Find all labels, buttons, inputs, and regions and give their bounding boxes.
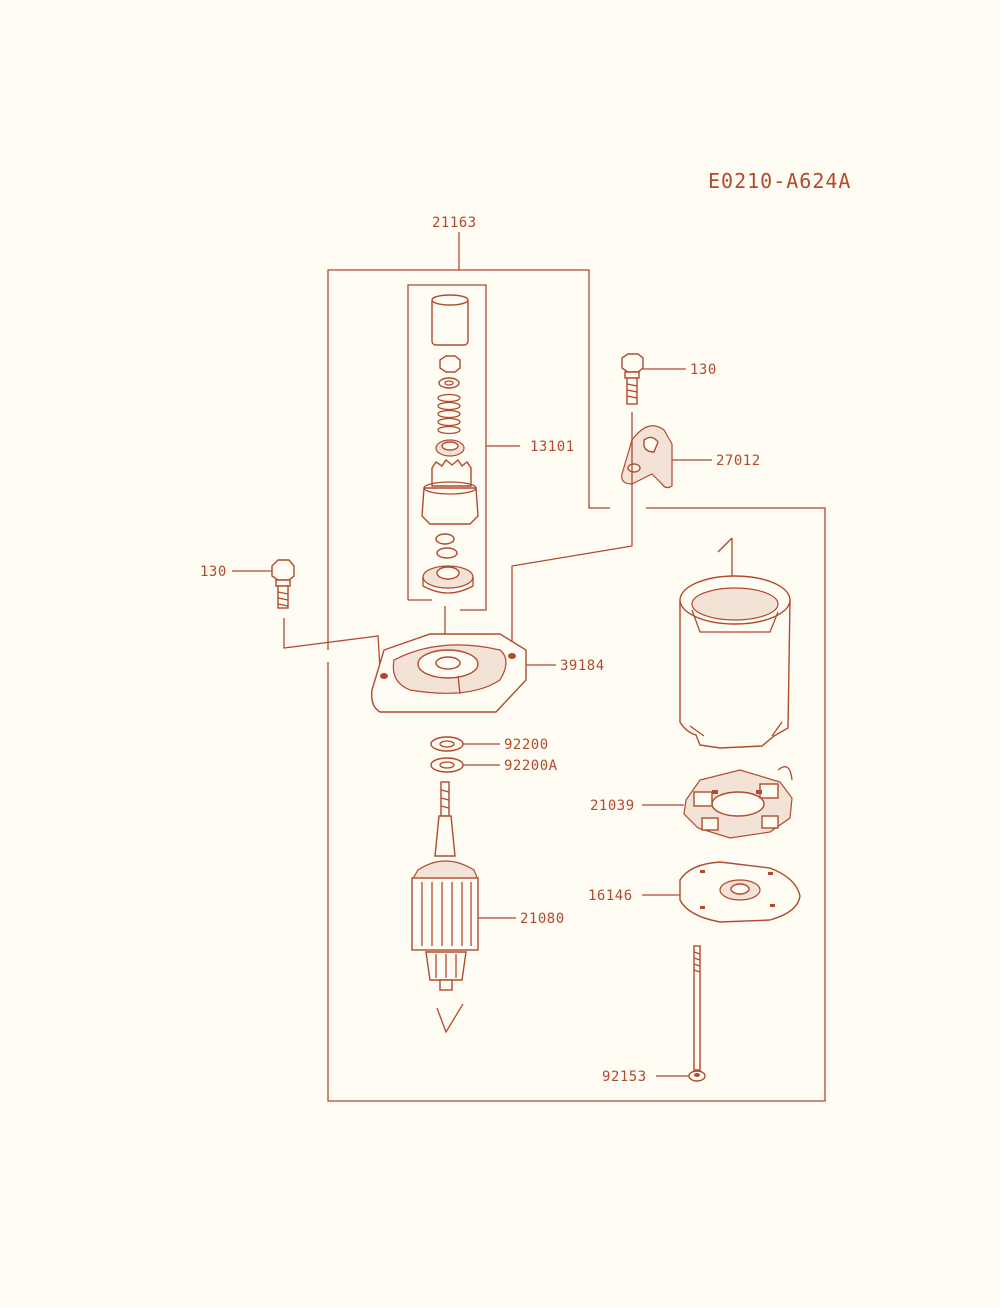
armature	[410, 781, 516, 1034]
callout-brush-holder: 21039	[590, 798, 635, 814]
callout-through-bolt: 92153	[602, 1069, 647, 1085]
callout-bolt-top: 130	[690, 362, 717, 378]
bolt-top	[621, 353, 686, 405]
bolt-left	[232, 559, 295, 609]
bracket	[621, 425, 712, 489]
washer-a	[430, 736, 500, 752]
washer-b	[430, 757, 500, 773]
assembly-outline	[327, 232, 826, 1102]
callout-assy: 21163	[432, 215, 477, 231]
callout-bracket: 27012	[716, 453, 761, 469]
callout-plate: 16146	[588, 888, 633, 904]
callout-cover: 39184	[560, 658, 605, 674]
through-bolt	[656, 945, 706, 1082]
drive-assembly	[407, 284, 520, 611]
end-cover	[370, 633, 556, 713]
callout-washer-b: 92200A	[504, 758, 558, 774]
guide-left-bolt	[283, 618, 381, 669]
guide-top-bolt	[511, 412, 633, 650]
diagram-code: E0210-A624A	[708, 169, 851, 193]
insulator-plate	[642, 861, 801, 923]
callout-drive: 13101	[530, 439, 575, 455]
callout-armature: 21080	[520, 911, 565, 927]
callout-washer-a: 92200	[504, 737, 549, 753]
callout-bolt-left: 130	[200, 564, 227, 580]
brush-holder	[642, 766, 793, 839]
yoke-housing	[679, 537, 791, 749]
